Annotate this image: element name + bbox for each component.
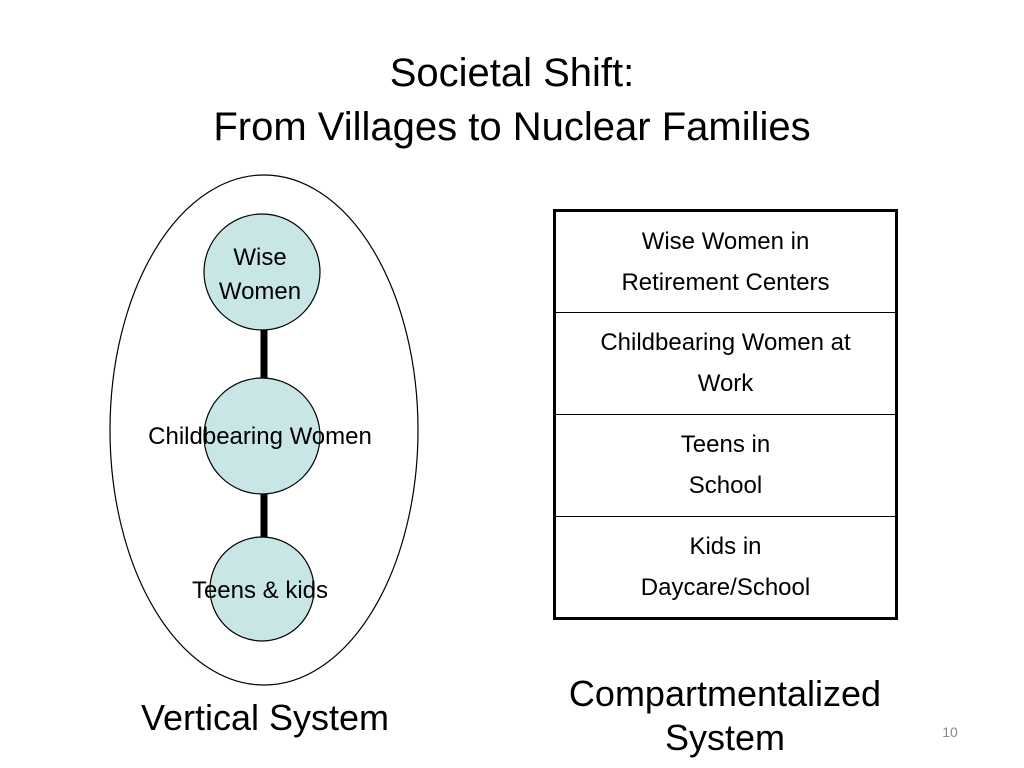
table-row: Childbearing Women at Work bbox=[554, 312, 897, 415]
table-cell-kids: Kids in Daycare/School bbox=[554, 516, 897, 619]
title-line-2: From Villages to Nuclear Families bbox=[213, 105, 811, 149]
table-cell-childbearing-women: Childbearing Women at Work bbox=[554, 312, 897, 415]
table-cell-teens: Teens in School bbox=[554, 414, 897, 517]
node-label-teens-kids: Teens & kids bbox=[191, 577, 329, 604]
cell-line: Daycare/School bbox=[640, 574, 811, 601]
node-circle-teens-kids bbox=[209, 536, 315, 642]
node-label-childbearing-women: Childbearing Women bbox=[148, 423, 372, 450]
table-cell-wise-women: Wise Women in Retirement Centers bbox=[555, 211, 897, 313]
compartmentalized-system-caption: Compartmentalized System bbox=[530, 672, 920, 760]
compartmentalized-table: Wise Women in Retirement Centers Childbe… bbox=[553, 209, 898, 620]
table-row: Kids in Daycare/School bbox=[554, 516, 897, 619]
vertical-system-caption: Vertical System bbox=[140, 697, 390, 738]
cell-line: Retirement Centers bbox=[621, 269, 830, 296]
cell-line: Kids in bbox=[689, 533, 762, 560]
outer-ellipse bbox=[109, 174, 419, 686]
caption-line-1: Compartmentalized bbox=[568, 673, 882, 714]
cell-line: Teens in bbox=[680, 431, 771, 458]
cell-line: School bbox=[688, 472, 763, 499]
table-row: Wise Women in Retirement Centers bbox=[555, 211, 897, 313]
node-label-wise-women: Wise Women bbox=[218, 244, 302, 305]
title-line-1: Societal Shift: bbox=[389, 51, 635, 95]
caption-line-2: System bbox=[664, 717, 786, 758]
page-number: 10 bbox=[942, 724, 958, 740]
cell-line: Childbearing Women at bbox=[600, 329, 851, 356]
table-row: Teens in School bbox=[554, 414, 897, 517]
node-circle-wise-women bbox=[203, 213, 321, 331]
slide-title: Societal Shift: From Villages to Nuclear… bbox=[0, 46, 1024, 154]
cell-line: Wise Women in bbox=[641, 228, 810, 255]
cell-line: Work bbox=[697, 370, 754, 397]
node-circle-childbearing-women bbox=[203, 377, 321, 495]
